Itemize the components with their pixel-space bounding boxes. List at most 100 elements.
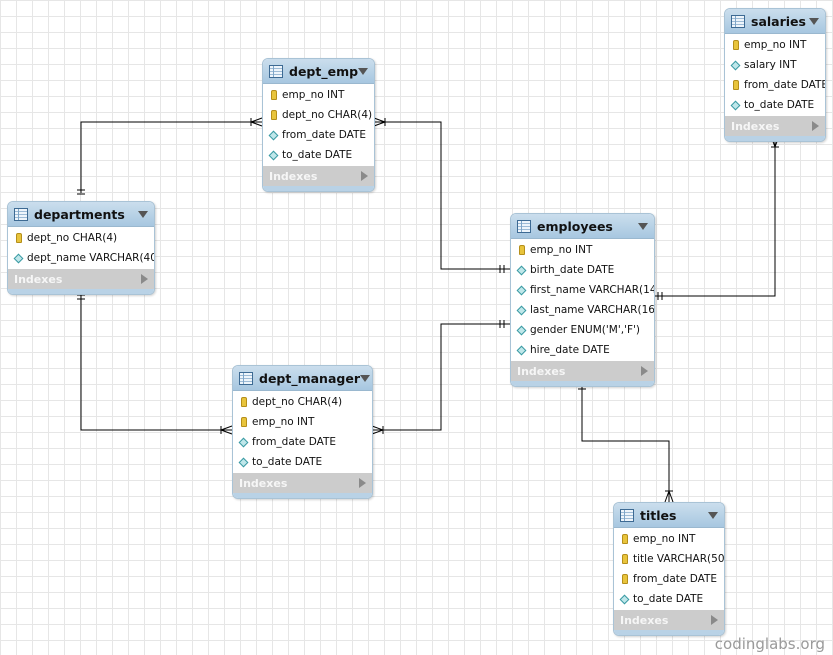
table-icon xyxy=(731,14,745,28)
column-row[interactable]: dept_no CHAR(4) xyxy=(8,228,154,248)
indexes-bar[interactable]: Indexes xyxy=(614,610,724,630)
table-footer xyxy=(614,630,724,635)
column-label: to_date DATE xyxy=(744,99,815,111)
column-row[interactable]: emp_no INT xyxy=(614,529,724,549)
column-row[interactable]: title VARCHAR(50) xyxy=(614,549,724,569)
table-footer xyxy=(511,381,654,386)
column-icon xyxy=(516,265,527,275)
table-titles[interactable]: titles emp_no INT title VARCHAR(50) from… xyxy=(613,502,725,636)
column-icon xyxy=(238,457,249,467)
collapse-arrow-icon[interactable] xyxy=(359,374,370,382)
table-footer xyxy=(233,493,372,498)
table-employees[interactable]: employees emp_no INT birth_date DATE fir… xyxy=(510,213,655,387)
key-icon xyxy=(241,397,247,407)
indexes-label: Indexes xyxy=(620,613,669,627)
column-icon xyxy=(516,305,527,315)
table-name: titles xyxy=(640,507,677,523)
column-row[interactable]: emp_no INT xyxy=(511,240,654,260)
column-row[interactable]: from_date DATE xyxy=(233,432,372,452)
column-row[interactable]: gender ENUM('M','F') xyxy=(511,320,654,340)
indexes-bar[interactable]: Indexes xyxy=(511,361,654,381)
key-icon xyxy=(271,110,277,120)
table-header[interactable]: titles xyxy=(614,503,724,528)
column-row[interactable]: to_date DATE xyxy=(263,145,374,165)
column-row[interactable]: emp_no INT xyxy=(725,35,825,55)
indexes-label: Indexes xyxy=(731,119,780,133)
column-label: last_name VARCHAR(16) xyxy=(530,304,655,316)
column-row[interactable]: first_name VARCHAR(14) xyxy=(511,280,654,300)
collapse-arrow-icon[interactable] xyxy=(638,222,648,230)
column-row[interactable]: from_date DATE xyxy=(263,125,374,145)
table-header[interactable]: dept_emp xyxy=(263,59,374,84)
indexes-bar[interactable]: Indexes xyxy=(233,473,372,493)
rel-employees-salaries xyxy=(654,136,776,297)
column-label: emp_no INT xyxy=(744,39,807,51)
column-label: dept_no CHAR(4) xyxy=(27,232,118,244)
column-label: salary INT xyxy=(744,59,797,71)
column-row[interactable]: dept_name VARCHAR(40) xyxy=(8,248,154,268)
indexes-label: Indexes xyxy=(269,169,318,183)
expand-indexes-icon[interactable] xyxy=(361,171,368,181)
watermark: codinglabs.org xyxy=(714,635,825,653)
column-label: emp_no INT xyxy=(252,416,315,428)
column-row[interactable]: from_date DATE xyxy=(614,569,724,589)
table-salaries[interactable]: salaries emp_no INT salary INT from_date… xyxy=(724,8,826,142)
column-icon xyxy=(516,345,527,355)
column-row[interactable]: birth_date DATE xyxy=(511,260,654,280)
column-row[interactable]: dept_no CHAR(4) xyxy=(233,392,372,412)
column-label: hire_date DATE xyxy=(530,344,610,356)
column-row[interactable]: hire_date DATE xyxy=(511,340,654,360)
column-label: title VARCHAR(50) xyxy=(633,553,725,565)
expand-indexes-icon[interactable] xyxy=(812,121,819,131)
collapse-arrow-icon[interactable] xyxy=(138,210,148,218)
indexes-bar[interactable]: Indexes xyxy=(263,166,374,186)
column-row[interactable]: emp_no INT xyxy=(263,85,374,105)
column-row[interactable]: from_date DATE xyxy=(725,75,825,95)
rel-employees-dept-emp xyxy=(374,121,510,270)
expand-indexes-icon[interactable] xyxy=(359,478,366,488)
column-label: emp_no INT xyxy=(633,533,696,545)
column-icon xyxy=(516,325,527,335)
key-icon xyxy=(622,554,628,564)
expand-indexes-icon[interactable] xyxy=(711,615,718,625)
column-row[interactable]: to_date DATE xyxy=(614,589,724,609)
column-row[interactable]: last_name VARCHAR(16) xyxy=(511,300,654,320)
table-icon xyxy=(517,219,531,233)
table-icon xyxy=(269,64,283,78)
column-icon xyxy=(730,60,741,70)
table-header[interactable]: employees xyxy=(511,214,654,239)
column-row[interactable]: to_date DATE xyxy=(233,452,372,472)
table-name: departments xyxy=(34,206,125,222)
expand-indexes-icon[interactable] xyxy=(141,274,148,284)
table-header[interactable]: salaries xyxy=(725,9,825,34)
collapse-arrow-icon[interactable] xyxy=(708,511,718,519)
table-departments[interactable]: departments dept_no CHAR(4) dept_name VA… xyxy=(7,201,155,295)
column-label: from_date DATE xyxy=(282,129,367,141)
column-label: from_date DATE xyxy=(744,79,826,91)
table-header[interactable]: departments xyxy=(8,202,154,227)
column-row[interactable]: to_date DATE xyxy=(725,95,825,115)
indexes-bar[interactable]: Indexes xyxy=(725,116,825,136)
column-icon xyxy=(730,100,741,110)
key-icon xyxy=(519,245,525,255)
table-dept-emp[interactable]: dept_emp emp_no INT dept_no CHAR(4) from… xyxy=(262,58,375,192)
column-label: emp_no INT xyxy=(530,244,593,256)
table-name: employees xyxy=(537,218,613,234)
column-row[interactable]: dept_no CHAR(4) xyxy=(263,105,374,125)
table-name: dept_manager xyxy=(259,370,360,386)
column-row[interactable]: emp_no INT xyxy=(233,412,372,432)
collapse-arrow-icon[interactable] xyxy=(358,67,369,75)
table-name: salaries xyxy=(751,13,806,29)
table-header[interactable]: dept_manager xyxy=(233,366,372,391)
key-icon xyxy=(733,80,739,90)
indexes-bar[interactable]: Indexes xyxy=(8,269,154,289)
indexes-label: Indexes xyxy=(239,476,288,490)
column-row[interactable]: salary INT xyxy=(725,55,825,75)
expand-indexes-icon[interactable] xyxy=(641,366,648,376)
table-footer xyxy=(263,186,374,191)
table-dept-manager[interactable]: dept_manager dept_no CHAR(4) emp_no INT … xyxy=(232,365,373,499)
collapse-arrow-icon[interactable] xyxy=(809,17,819,25)
key-icon xyxy=(733,40,739,50)
table-footer xyxy=(8,289,154,294)
